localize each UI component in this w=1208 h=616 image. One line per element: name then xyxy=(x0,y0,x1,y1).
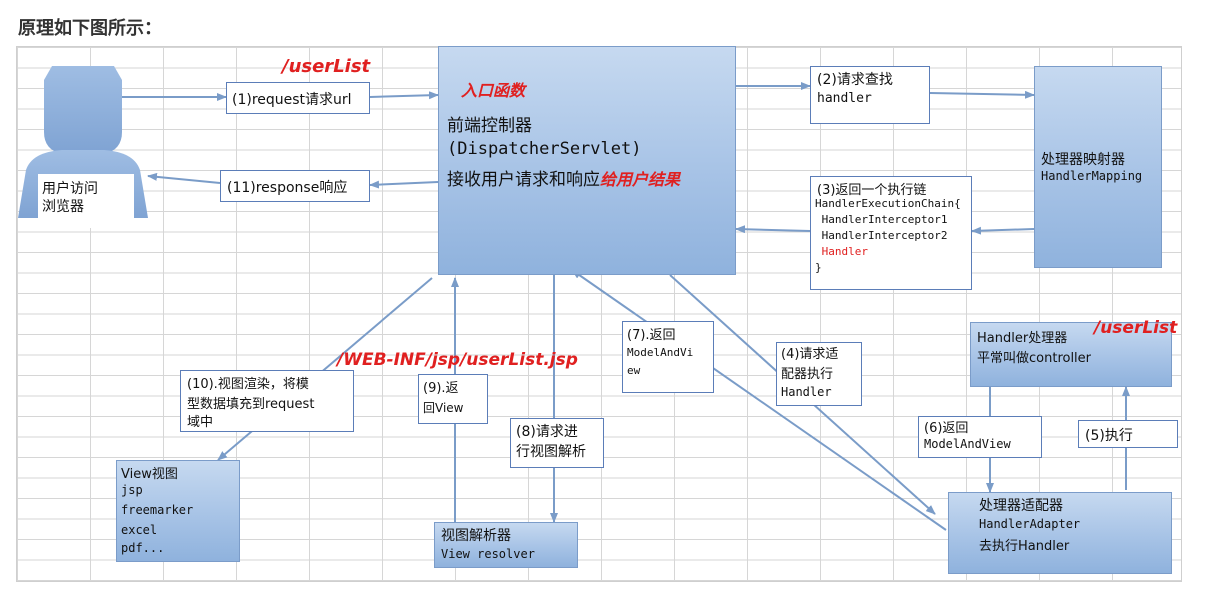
dispatcher-servlet-box: 入口函数 前端控制器 (DispatcherServlet) 接收用户请求和响应… xyxy=(438,46,736,275)
arrow-mapping-to-step3 xyxy=(971,226,1035,235)
red-label-entry: 入口函数 xyxy=(461,81,526,100)
section-heading: 原理如下图所示： xyxy=(18,18,162,39)
step10-line1: (10).视图渲染，将模 xyxy=(187,377,309,392)
dispatcher-line2: (DispatcherServlet) xyxy=(447,139,642,159)
step8-line2: 行视图解析 xyxy=(516,444,586,460)
step3-line5: Handler xyxy=(815,245,868,258)
step3-line1: (3)返回一个执行链 xyxy=(817,183,927,198)
step7-line3: ew xyxy=(627,364,641,377)
handler-line1: Handler处理器 xyxy=(977,331,1068,346)
step9-line2: 回View xyxy=(423,401,464,415)
step9-line1: (9).返 xyxy=(423,381,459,396)
step6-line2: ModelAndView xyxy=(924,437,1011,451)
step1-request-box: (1)request请求url xyxy=(226,82,370,114)
handler-line2: 平常叫做controller xyxy=(977,351,1092,366)
step8-line1: (8)请求进 xyxy=(516,424,578,440)
adapter-line1: 处理器适配器 xyxy=(979,498,1063,514)
arrow-dispatcher-to-step11 xyxy=(369,180,439,189)
view-line1: View视图 xyxy=(121,467,178,482)
step4-line1: (4)请求适 xyxy=(781,347,839,362)
step5-label: (5)执行 xyxy=(1085,428,1133,444)
resolver-line1: 视图解析器 xyxy=(441,528,511,544)
dispatcher-line1: 前端控制器 xyxy=(447,116,532,136)
dispatcher-line3-text: 接收用户请求和响应 xyxy=(447,170,600,190)
step1-label: (1)request请求url xyxy=(232,92,352,108)
arrow-step1-to-dispatcher xyxy=(369,91,439,100)
adapter-line2: HandlerAdapter xyxy=(979,517,1081,531)
step10-line2: 型数据填充到request xyxy=(187,397,315,412)
resolver-line2: View resolver xyxy=(441,547,535,561)
red-label-jsp-path: /WEB-INF/jsp/userList.jsp xyxy=(337,350,578,370)
view-line4: excel xyxy=(121,523,158,537)
step3-box: (3)返回一个执行链 HandlerExecutionChain{ Handle… xyxy=(810,176,972,290)
dispatcher-line3-red: 给用户结果 xyxy=(600,170,681,189)
view-line5: pdf... xyxy=(121,541,165,555)
step4-line2: 配器执行 xyxy=(781,367,834,382)
step11-label: (11)response响应 xyxy=(227,180,348,196)
arrow-step2-to-mapping xyxy=(929,90,1035,99)
user-label-line2: 浏览器 xyxy=(42,199,84,215)
step3-line6: } xyxy=(815,261,822,274)
step5-box: (5)执行 xyxy=(1078,420,1178,448)
step3-line4: HandlerInterceptor2 xyxy=(815,229,948,242)
handler-controller-box: Handler处理器 平常叫做controller xyxy=(970,322,1172,387)
adapter-line3: 去执行Handler xyxy=(979,539,1070,554)
view-box: View视图 jsp freemarker excel pdf... xyxy=(116,460,240,562)
step7-line2: ModelAndVi xyxy=(627,346,694,359)
red-label-userlist-right: /userList xyxy=(1094,318,1178,338)
step8-box: (8)请求进 行视图解析 xyxy=(510,418,604,468)
step2-box: (2)请求查找 handler xyxy=(810,66,930,124)
step6-box: (6)返回 ModelAndView xyxy=(918,416,1042,458)
handler-adapter-box: 处理器适配器 HandlerAdapter 去执行Handler xyxy=(948,492,1172,574)
step3-line2: HandlerExecutionChain{ xyxy=(815,197,961,210)
step7-line1: (7).返回 xyxy=(627,328,676,343)
step11-response-box: (11)response响应 xyxy=(220,170,370,202)
step10-line3: 域中 xyxy=(187,415,214,430)
step4-box: (4)请求适 配器执行 Handler xyxy=(776,342,862,406)
mapping-line2: HandlerMapping xyxy=(1041,169,1143,183)
step7-box: (7).返回 ModelAndVi ew xyxy=(622,321,714,393)
step4-line3: Handler xyxy=(781,385,832,399)
step10-box: (10).视图渲染，将模 型数据填充到request 域中 xyxy=(180,370,354,432)
step3-line3: HandlerInterceptor1 xyxy=(815,213,948,226)
step6-line1: (6)返回 xyxy=(924,421,969,436)
view-resolver-box: 视图解析器 View resolver xyxy=(434,522,578,568)
step2-line2: handler xyxy=(817,91,872,106)
mapping-line1: 处理器映射器 xyxy=(1041,152,1125,168)
red-label-userlist-top: /userList xyxy=(282,56,371,77)
arrow-step3-to-dispatcher xyxy=(735,225,811,234)
step9-box: (9).返 回View xyxy=(418,374,488,424)
user-label-line1: 用户访问 xyxy=(42,181,98,197)
view-line3: freemarker xyxy=(121,503,194,517)
view-line2: jsp xyxy=(121,483,143,497)
arrow-step11-to-user xyxy=(147,172,221,184)
dispatcher-line3: 接收用户请求和响应给用户结果 xyxy=(447,165,680,190)
handler-mapping-box: 处理器映射器 HandlerMapping xyxy=(1034,66,1162,268)
step2-line1: (2)请求查找 xyxy=(817,72,893,88)
user-icon xyxy=(18,66,148,228)
arrow-adapter-to-dispatcher xyxy=(571,269,947,531)
